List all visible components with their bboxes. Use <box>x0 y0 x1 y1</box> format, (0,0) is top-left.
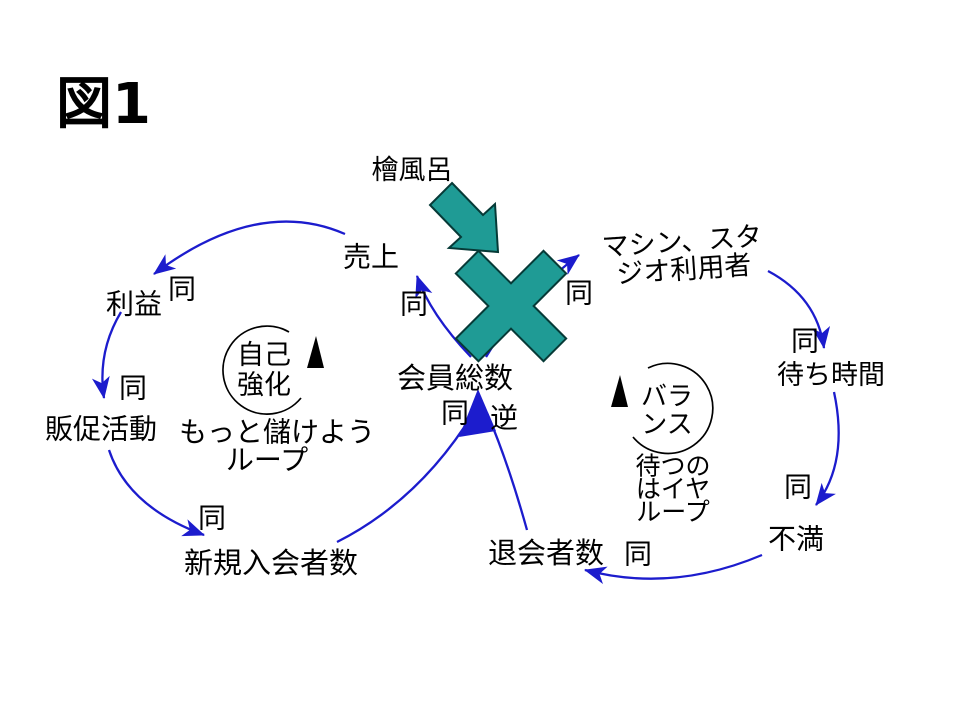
arc-waiting-to-dissatisfaction <box>815 391 840 506</box>
figure-title: 図1 <box>56 72 151 137</box>
link-label-promotion-to-new-members: 同 <box>197 501 227 535</box>
link-label-withdrawals-to-total: 逆 <box>489 401 519 435</box>
broken-link-x-icon <box>454 249 568 363</box>
arc-profit-to-promotion <box>91 311 122 399</box>
loop-right-kind-line2: ンス <box>641 410 693 440</box>
arc-total-to-sales <box>415 275 472 358</box>
node-sales: 売上 <box>342 240 400 274</box>
link-label-profit-to-promotion: 同 <box>118 371 148 405</box>
self-reinforce-circle <box>222 325 302 415</box>
loop-right-name-line2: はイヤ <box>635 474 711 504</box>
loop-right-name-line3: ループ <box>636 497 710 527</box>
loop-left-kind-line1: 自己 <box>237 340 291 371</box>
loop-left-name-line2: ループ <box>225 443 309 477</box>
loop-left-name-line1: もっと儲けよう <box>178 415 376 449</box>
loop-left-kind: 自己 強化 <box>237 341 291 401</box>
arc-dissatisfaction-to-withdrawals <box>584 553 763 585</box>
arrowhead-total-members <box>459 389 496 437</box>
arc-new-members-to-total <box>336 411 475 544</box>
loop-right-name: 待つの はイヤ ループ <box>635 451 711 527</box>
node-withdrawals: 退会者数 <box>487 535 605 570</box>
hinoki-effect-arrow-icon <box>428 181 500 254</box>
link-label-machine-studio-to-waiting: 同 <box>790 324 820 358</box>
loop-right-kind-line1: バラ <box>640 382 694 412</box>
link-label-total-to-machine-studio: 同 <box>564 276 594 310</box>
arc-machine-studio-to-waiting <box>767 269 831 349</box>
link-label-new-members-to-total: 同 <box>440 396 470 430</box>
loop-left-kind-line2: 強化 <box>237 370 291 401</box>
node-hinoki-bath: 檜風呂 <box>371 154 453 186</box>
loop-right-name-line1: 待つの <box>635 451 711 481</box>
balance-arrow-icon <box>611 375 628 407</box>
link-label-sales-to-profit: 同 <box>167 272 197 306</box>
node-total-members: 会員総数 <box>396 360 514 395</box>
balance-circle <box>632 362 714 455</box>
node-profit: 利益 <box>105 287 163 321</box>
node-promotion: 販促活動 <box>44 412 158 446</box>
arc-promotion-to-new-members <box>107 449 205 537</box>
node-waiting-time: 待ち時間 <box>777 359 885 391</box>
node-dissatisfaction: 不満 <box>767 522 825 556</box>
node-machine-studio-users: マシン、スタ ジオ利用者 <box>601 221 765 291</box>
arc-sales-to-profit <box>153 220 346 275</box>
link-label-dissatisfaction-to-withdrawals: 同 <box>623 537 653 571</box>
link-label-total-to-sales: 同 <box>399 287 429 321</box>
link-label-waiting-to-dissatisfaction: 同 <box>783 470 813 504</box>
loop-right-kind: バラ ンス <box>641 383 693 439</box>
node-new-members: 新規入会者数 <box>183 545 359 580</box>
self-reinforce-arrow-icon <box>307 336 324 368</box>
